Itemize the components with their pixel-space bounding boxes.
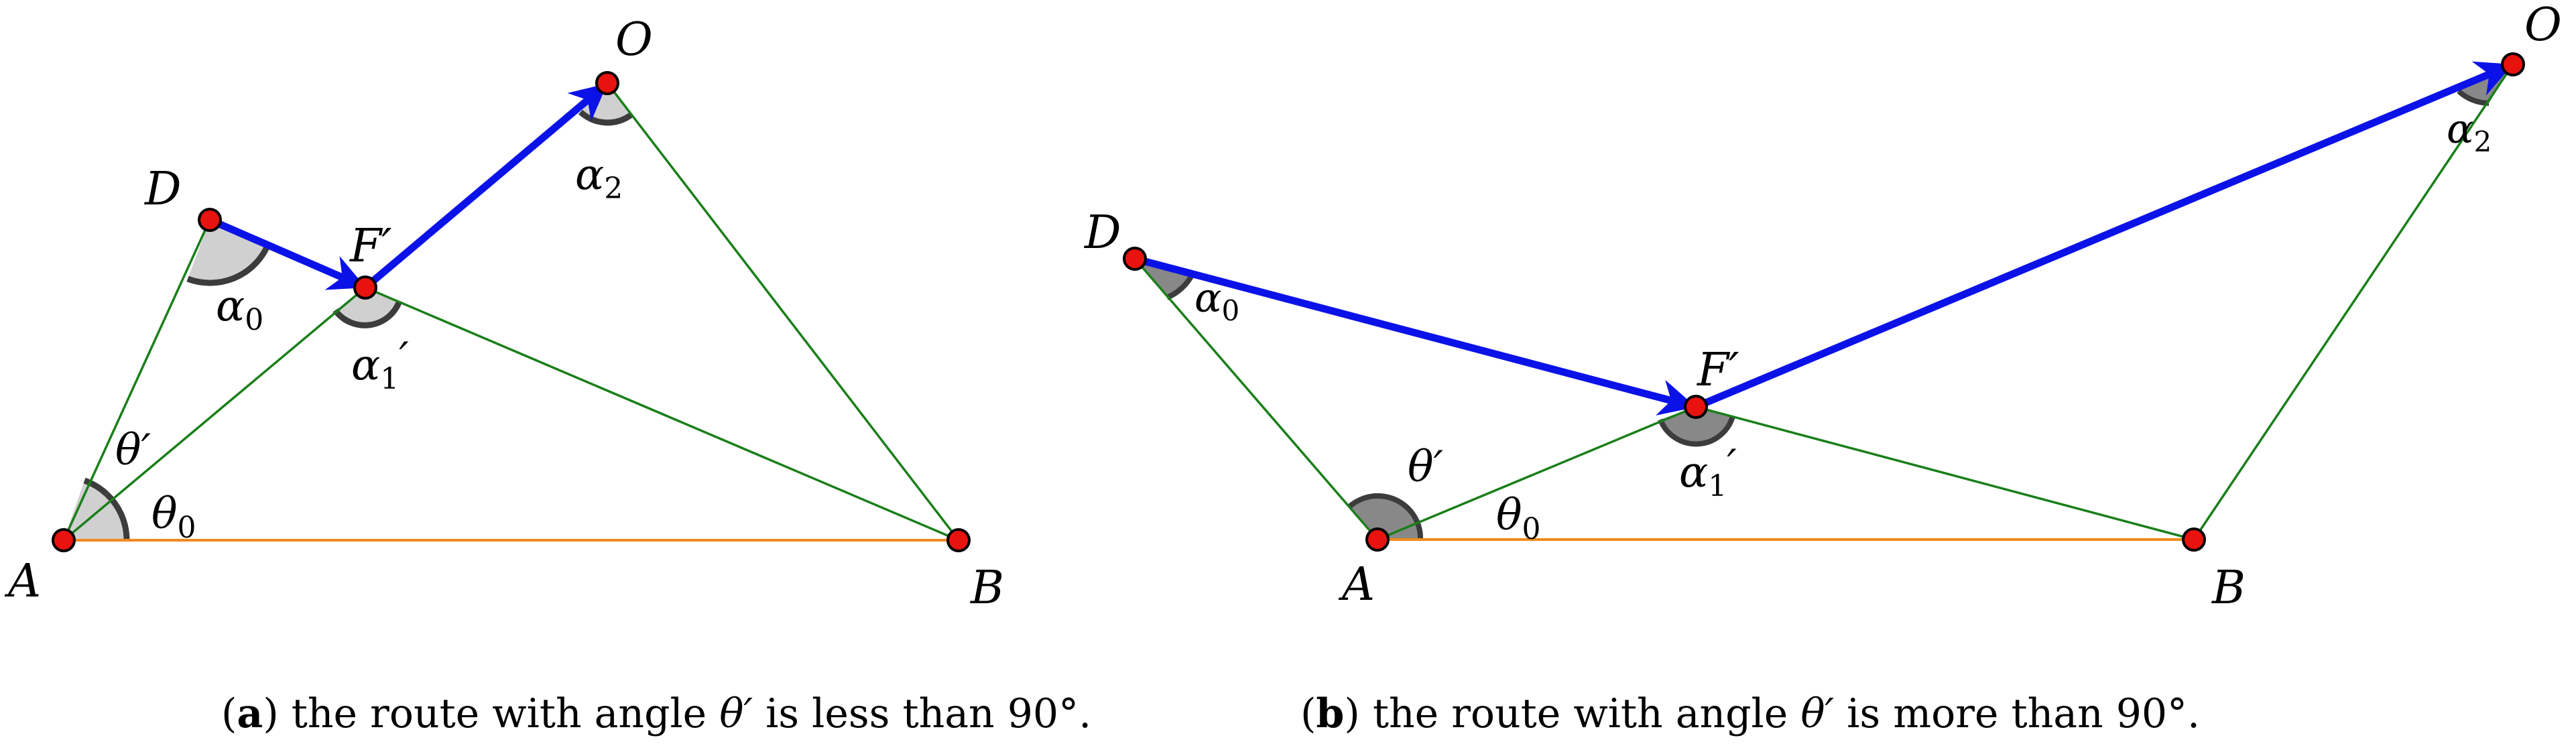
panel-b-point-O	[2501, 52, 2525, 76]
panel-b-label-F: F′	[1696, 344, 1739, 397]
panel-b-label-alpha2: α2	[2447, 106, 2492, 158]
panel-b-point-B	[2182, 527, 2206, 552]
panel-a-caption: (a) the route with angle θ′ is less than…	[221, 690, 1092, 737]
panel-b-edge-AF	[1377, 405, 1697, 541]
panel-a-label-F: F′	[349, 220, 392, 273]
panel-a-angle-theta-prime-arc	[83, 477, 109, 497]
panel-a-edge-OB	[606, 82, 960, 542]
panel-b-label-alpha1: α1′	[1679, 441, 1737, 503]
panel-a-label-A: A	[4, 555, 41, 608]
panel-b-caption: (b) the route with angle θ′ is more than…	[1300, 690, 2201, 737]
panel-a-edge-AD	[62, 219, 211, 541]
panel-a-route-F-to-O	[363, 82, 608, 291]
panel-b-caption-tag: b	[1316, 690, 1345, 737]
panel-a-point-A	[52, 528, 76, 552]
panel-b-angle-alpha1-wedge	[1660, 407, 1733, 444]
panel-a-point-F	[353, 275, 377, 300]
panel-a-edge-FB	[365, 286, 959, 542]
panel-a-label-alpha1: α1′	[351, 334, 409, 396]
panel-a-edge-AF	[62, 286, 367, 542]
panel-a-label-D: D	[143, 163, 182, 216]
panel-b-route-D-to-F	[1133, 255, 1697, 416]
panel-a-angle-theta-prime-wedge	[64, 481, 107, 540]
panel-a-diagram: A B D F′ O α0 α1′ α2 θ′ θ0	[4, 13, 1004, 615]
panel-b-label-D: D	[1083, 206, 1121, 259]
panel-b-point-D	[1123, 247, 1147, 271]
panel-b-caption-theta: θ′	[1800, 690, 1835, 737]
panel-b-angle-alpha0-wedge	[1135, 259, 1192, 298]
panel-b-edge-FB	[1695, 405, 2195, 541]
panel-b-diagram: A B D F′ O α0 α1′ α2 θ′ θ0	[1083, 0, 2562, 615]
panel-a-point-B	[946, 528, 971, 552]
panel-b-label-A: A	[1338, 558, 1375, 611]
panel-a-label-alpha2: α2	[575, 150, 623, 206]
panel-b-angle-theta-prime-arc	[1347, 493, 1418, 520]
panel-b-caption-text-before: the route with angle	[1359, 690, 1801, 737]
panel-a-label-O: O	[615, 13, 653, 66]
panel-a-caption-text-after: is less than 90°.	[753, 690, 1092, 737]
panel-b-caption-text-after: is more than 90°.	[1834, 690, 2201, 737]
panel-b-route-F-to-O	[1694, 61, 2514, 411]
panel-b-point-F	[1684, 395, 1708, 419]
panel-a-label-B: B	[969, 562, 1004, 615]
panel-b-label-theta-prime: θ′	[1408, 442, 1444, 492]
panel-a-caption-theta: θ′	[719, 690, 753, 737]
panel-a-caption-tag: a	[237, 690, 263, 737]
panel-a-caption-text-before: the route with angle	[278, 690, 720, 737]
panel-a-angle-theta0-wedge	[64, 494, 127, 540]
panel-b-angle-alpha1-arc	[1658, 415, 1735, 447]
panel-a-point-D	[198, 208, 222, 232]
panel-b-point-A	[1365, 527, 1390, 552]
panel-a-label-alpha0: α0	[216, 281, 263, 337]
panel-a-angle-theta0-arc	[104, 491, 130, 541]
panel-b-angle-theta-prime-wedge	[1349, 495, 1416, 540]
panel-a-angle-alpha1-arc	[332, 300, 403, 328]
panel-b-label-O: O	[2524, 0, 2562, 52]
panel-b-edge-OB	[2193, 64, 2514, 540]
panel-a-route-D-to-F	[208, 216, 367, 290]
panel-b-edge-AD	[1133, 257, 1379, 541]
panel-b-label-alpha0: α0	[1194, 275, 1239, 327]
panel-b-label-B: B	[2211, 562, 2246, 615]
panel-a-angle-alpha1-wedge	[335, 288, 400, 326]
panel-a-label-theta-prime: θ′	[115, 426, 151, 475]
panel-a-angle-alpha0-wedge	[188, 220, 267, 284]
panel-a-point-O	[595, 71, 619, 95]
panel-b-label-theta0: θ0	[1496, 491, 1541, 546]
panel-a-label-theta0: θ0	[151, 489, 196, 545]
panel-a-angle-alpha0-arc	[186, 246, 270, 286]
